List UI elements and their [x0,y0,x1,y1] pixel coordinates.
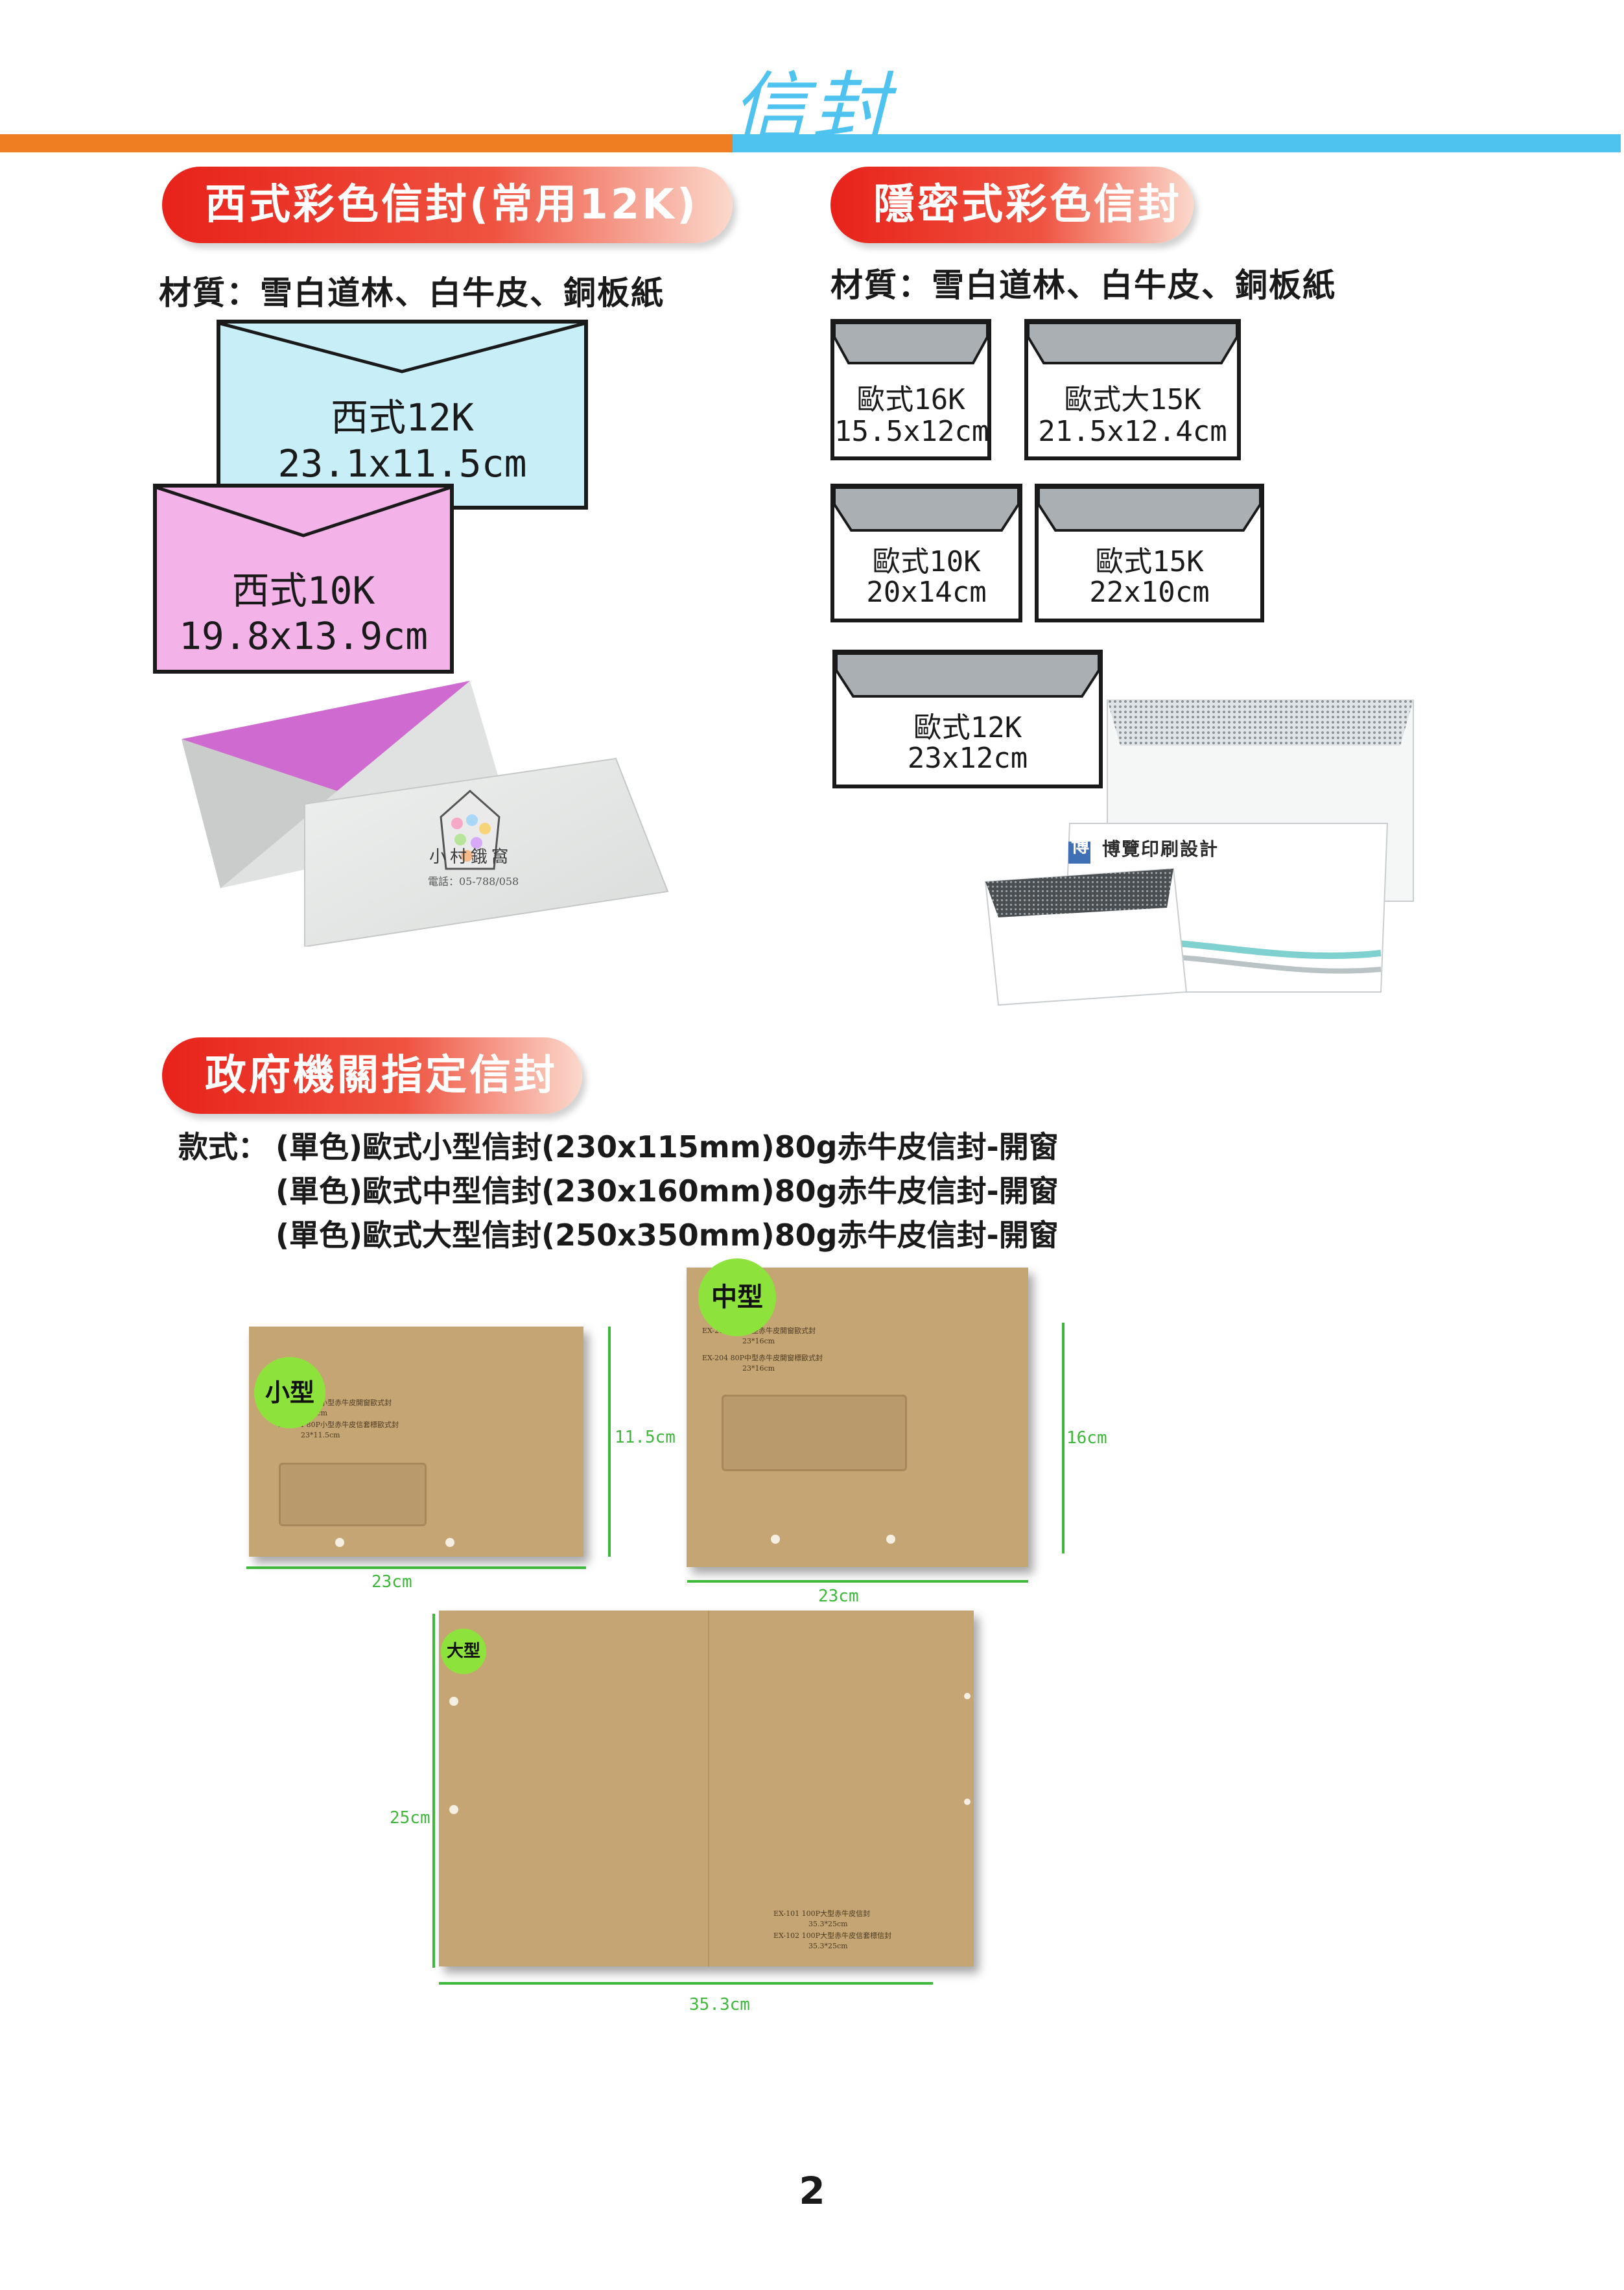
dimension-label-width-medium: 23cm [818,1587,859,1606]
dimension-line-width-large [439,1982,933,1985]
dimension-line-height-large [432,1614,435,1968]
card-name: 歐式10K [872,545,981,578]
dimension-label-width-small: 23cm [371,1572,412,1592]
card-size: 20x14cm [866,576,987,609]
envelope-window [279,1463,427,1526]
card-size: 21.5x12.4cm [1038,415,1227,448]
security-material: 材質：雪白道林、白牛皮、銅板紙 [830,266,1336,304]
punch-hole [335,1538,344,1547]
punch-hole [886,1535,895,1544]
card-size: 23x12cm [907,742,1028,775]
card-euro-12k: 歐式12K 23x12cm [832,650,1103,788]
card-western-10k: 西式10K 19.8x13.9cm [153,484,454,674]
page-number: 2 [799,2169,825,2213]
punch-hole [964,1799,971,1805]
envelope-flap-icon [834,323,987,364]
card-euro-15k: 歐式15K 22x10cm [1035,484,1264,622]
punch-hole [964,1693,971,1699]
print-line: 23*16cm [742,1364,775,1373]
card-euro-10k: 歐式10K 20x14cm [830,484,1022,622]
header-rule-orange [0,134,733,152]
card-euro-large-15k: 歐式大15K 21.5x12.4cm [1024,319,1241,460]
dimension-line-width-medium [687,1580,1028,1583]
photo-shop-phone: 電話：05-788/058 [428,875,519,888]
badge-large: 大型 [441,1629,486,1674]
card-size: 19.8x13.9cm [178,614,429,658]
fold-line [708,1611,709,1966]
security-envelope-photo [984,700,1414,1006]
western-material: 材質：雪白道林、白牛皮、銅板紙 [159,274,665,312]
dimension-line-height-medium [1062,1323,1065,1553]
print-line: EX-102 100P大型赤牛皮信套標信封 [773,1931,892,1940]
punch-hole [771,1535,780,1544]
western-envelope-photo [182,681,669,947]
print-line: 35.3*25cm [808,1920,848,1928]
envelope-flap-icon [1028,323,1237,364]
card-size: 23.1x11.5cm [277,442,527,486]
punch-hole [449,1697,458,1706]
punch-hole [449,1805,458,1814]
header-rule-blue [733,134,1621,152]
print-line: 35.3*25cm [808,1942,848,1950]
style-line-large: (單色)歐式大型信封(250x350mm)80g赤牛皮信封-開窗 [276,1218,1059,1253]
envelope-flap-icon [1039,488,1260,532]
style-line-medium: (單色)歐式中型信封(230x160mm)80g赤牛皮信封-開窗 [276,1174,1059,1209]
envelope-flap-icon [836,654,1099,698]
western-section-heading: 西式彩色信封(常用12K) [162,167,733,243]
card-size: 22x10cm [1089,576,1210,609]
card-western-12k: 西式12K 23.1x11.5cm [217,320,588,510]
card-name: 歐式16K [856,383,965,416]
punch-hole [445,1538,454,1547]
card-name: 歐式15K [1095,545,1204,578]
print-line: EX-101 100P大型赤牛皮信封 [773,1909,871,1918]
dimension-label-height-medium: 16cm [1066,1428,1107,1448]
badge-medium: 中型 [698,1258,776,1336]
card-name: 歐式大15K [1064,383,1201,416]
dimension-label-width-large: 35.3cm [689,1995,750,2014]
dimension-line-width-small [246,1566,586,1569]
security-section-heading: 隱密式彩色信封 [830,167,1194,243]
card-name: 歐式12K [913,711,1022,744]
envelope-flap-icon [157,488,450,537]
dimension-label-height-small: 11.5cm [615,1428,676,1447]
print-line: 23*16cm [742,1337,775,1345]
styles-label: 款式： [178,1129,268,1164]
style-line-small: (單色)歐式小型信封(230x115mm)80g赤牛皮信封-開窗 [276,1129,1059,1164]
photo-shop-name: 小村鋨窩 [429,847,513,867]
card-name: 西式10K [231,569,375,613]
envelope-flap-icon [834,488,1018,532]
print-line: 23*11.5cm [301,1431,340,1439]
badge-small: 小型 [254,1357,325,1428]
card-size: 15.5x12cm [834,415,989,448]
envelope-flap-icon [220,324,584,373]
envelope-window [722,1395,907,1471]
card-name: 西式12K [331,395,474,440]
security-photo-brand: 博覽印刷設計 [1102,838,1219,860]
card-euro-16k: 歐式16K 15.5x12cm [830,319,991,460]
print-line: EX-204 80P中型赤牛皮開窗標歐式封 [702,1354,823,1362]
security-photo-logo: 博 [1071,835,1090,856]
government-section-heading: 政府機關指定信封 [162,1037,582,1114]
dimension-label-height-large: 25cm [390,1808,430,1828]
kraft-envelope-large: EX-101 100P大型赤牛皮信封 35.3*25cm EX-102 100P… [439,1611,974,1966]
dimension-line-height-small [608,1327,611,1557]
